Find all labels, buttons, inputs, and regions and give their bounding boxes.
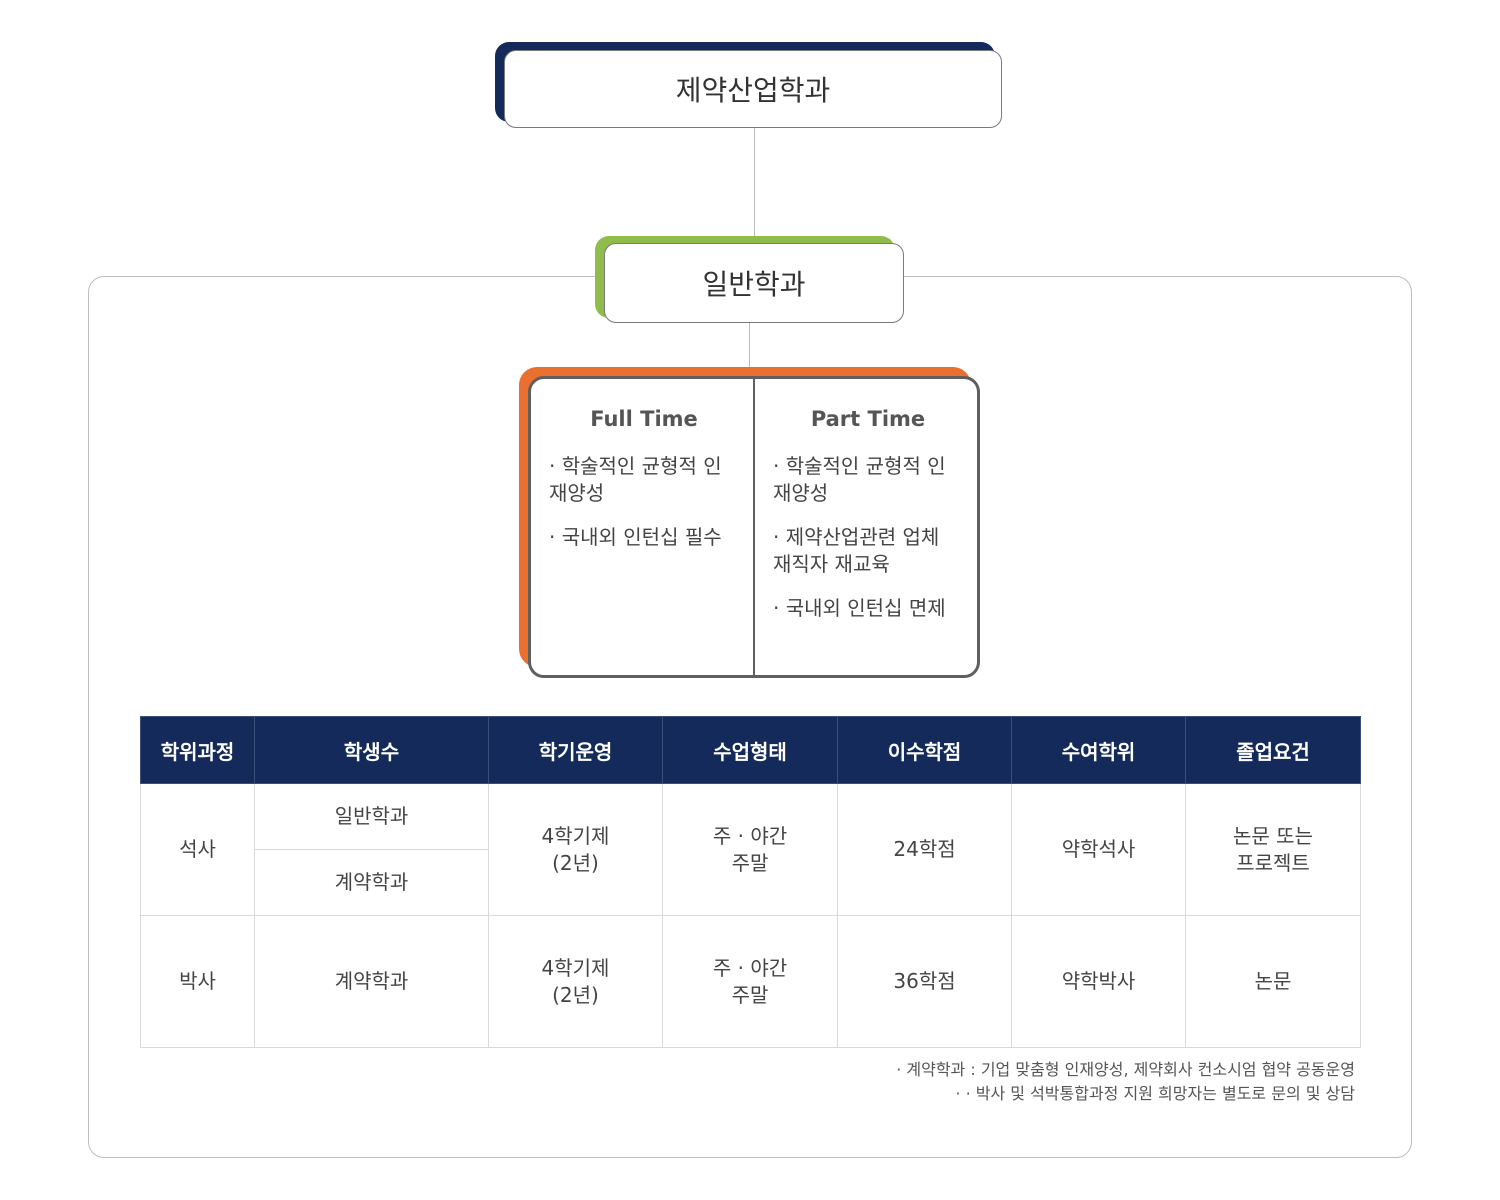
doctoral-semester: 4학기제 (2년) bbox=[488, 915, 663, 1048]
full-time-item: · 국내외 인턴십 필수 bbox=[549, 525, 722, 549]
header-awarded: 수여학위 bbox=[1011, 716, 1186, 784]
footnote-contract: · 계약학과 : 기업 맞춤형 인재양성, 제약회사 컨소시엄 협약 공동운영 bbox=[896, 1060, 1355, 1079]
masters-class-type: 주 · 야간 주말 bbox=[662, 783, 838, 916]
graduation-line: 프로젝트 bbox=[1236, 850, 1310, 875]
part-time-title: Part Time bbox=[810, 407, 926, 431]
doctoral-graduation: 논문 bbox=[1185, 915, 1361, 1048]
masters-credits: 24학점 bbox=[837, 783, 1012, 916]
full-time-item: · 학술적인 균형적 인재양성 bbox=[549, 454, 722, 505]
doctoral-degree: 박사 bbox=[140, 915, 255, 1048]
semester-line: (2년) bbox=[552, 850, 599, 875]
header-graduation: 졸업요건 bbox=[1185, 716, 1361, 784]
semester-line: 4학기제 bbox=[541, 823, 610, 848]
program-box: 일반학과 bbox=[604, 243, 904, 323]
class-type-line: 주말 bbox=[731, 982, 769, 1007]
department-box: 제약산업학과 bbox=[504, 50, 1002, 128]
table-row: 석사 일반학과 4학기제 (2년) 주 · 야간 주말 24학점 약학석사 논문… bbox=[140, 783, 1361, 916]
header-semester: 학기운영 bbox=[488, 716, 663, 784]
header-degree: 학위과정 bbox=[140, 716, 255, 784]
masters-graduation: 논문 또는 프로젝트 bbox=[1185, 783, 1361, 916]
masters-degree: 석사 bbox=[140, 783, 255, 916]
doctoral-awarded: 약학박사 bbox=[1011, 915, 1186, 1048]
part-time-item: · 국내외 인턴십 면제 bbox=[773, 596, 946, 620]
masters-students-general: 일반학과 bbox=[254, 783, 489, 850]
part-time-column: Part Time · 학술적인 균형적 인재양성 · 제약산업관련 업체 재직… bbox=[753, 379, 977, 675]
masters-semester: 4학기제 (2년) bbox=[488, 783, 663, 916]
doctoral-class-type: 주 · 야간 주말 bbox=[662, 915, 838, 1048]
footnote-doctoral: · · 박사 및 석박통합과정 지원 희망자는 별도로 문의 및 상담 bbox=[955, 1084, 1355, 1103]
department-title: 제약산업학과 bbox=[675, 74, 831, 107]
program-title: 일반학과 bbox=[702, 268, 806, 301]
graduation-line: 논문 또는 bbox=[1233, 823, 1313, 848]
part-time-item: · 학술적인 균형적 인재양성 bbox=[773, 454, 946, 505]
doctoral-credits: 36학점 bbox=[837, 915, 1012, 1048]
header-students: 학생수 bbox=[254, 716, 489, 784]
full-time-column: Full Time · 학술적인 균형적 인재양성 · 국내외 인턴십 필수 bbox=[531, 379, 753, 675]
class-type-line: 주말 bbox=[731, 850, 769, 875]
masters-awarded: 약학석사 bbox=[1011, 783, 1186, 916]
class-type-line: 주 · 야간 bbox=[712, 823, 788, 848]
tracks-box: Full Time · 학술적인 균형적 인재양성 · 국내외 인턴십 필수 P… bbox=[528, 376, 980, 678]
doctoral-students: 계약학과 bbox=[254, 915, 489, 1048]
header-credits: 이수학점 bbox=[837, 716, 1012, 784]
semester-line: (2년) bbox=[552, 982, 599, 1007]
semester-line: 4학기제 bbox=[541, 955, 610, 980]
header-class-type: 수업형태 bbox=[662, 716, 838, 784]
part-time-item: · 제약산업관련 업체 재직자 재교육 bbox=[773, 525, 940, 576]
full-time-title: Full Time bbox=[590, 407, 698, 431]
connector-line bbox=[754, 128, 755, 243]
class-type-line: 주 · 야간 bbox=[712, 955, 788, 980]
table-header-row: 학위과정 학생수 학기운영 수업형태 이수학점 수여학위 졸업요건 bbox=[140, 716, 1361, 784]
masters-students-contract: 계약학과 bbox=[254, 849, 489, 916]
connector-line bbox=[749, 323, 750, 377]
table-row: 계약학과 bbox=[141, 849, 1361, 916]
table-row: 박사 계약학과 4학기제 (2년) 주 · 야간 주말 36학점 약학박사 논문 bbox=[140, 915, 1361, 1048]
curriculum-table: 학위과정 학생수 학기운영 수업형태 이수학점 수여학위 졸업요건 석사 일반학… bbox=[140, 716, 1361, 1048]
